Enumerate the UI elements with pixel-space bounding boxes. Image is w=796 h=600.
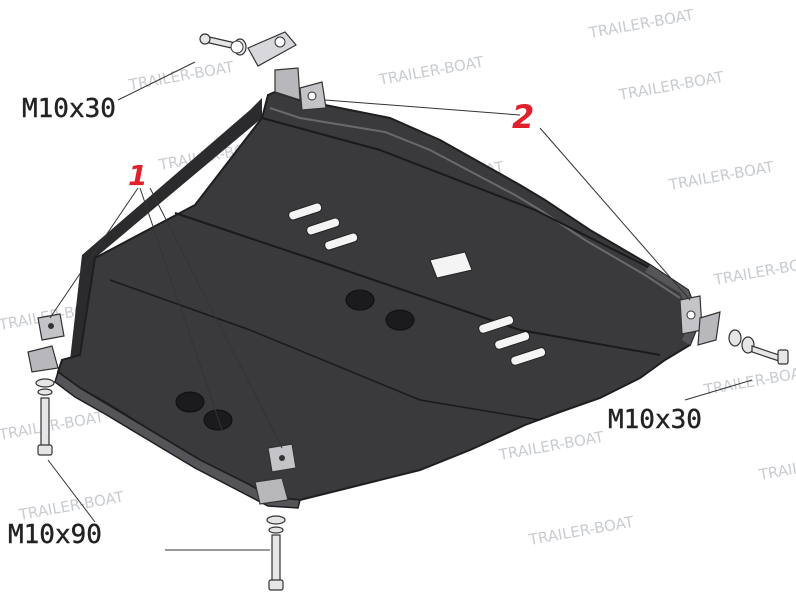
bottom-bracket [254,443,297,505]
vent-slot [324,232,359,251]
watermark-text: TRAILER-BOAT [712,253,796,289]
bracket-hole [279,455,285,461]
watermark-text: TRAILER-BOAT [527,513,636,549]
spacer-plate [247,31,297,67]
watermark-text: TRAILER-BOAT [757,448,796,484]
vent-slot [510,347,547,366]
bracket-hole [686,310,696,320]
plate-top-ridge [269,107,681,299]
leader-line [117,61,196,101]
spacer-hole [274,36,286,48]
leader-line [47,459,96,523]
bracket-hole [48,323,54,329]
plate-crease-mid [174,212,661,356]
washer [37,388,53,396]
washer [266,515,286,525]
watermark-text: TRAILER-BOAT [377,53,486,89]
vent-slot [288,202,323,221]
center-access-hole [429,251,473,279]
bolt-long-left [35,378,55,456]
leader-line [149,187,283,449]
watermark-text: TRAILER-BOAT [17,488,126,524]
right-bracket [679,295,789,365]
bracket-hole [307,91,317,101]
watermark-text: TRAILER-BOAT [0,408,106,444]
leader-line [49,187,139,319]
leader-line [324,99,521,116]
drain-hole [175,391,205,413]
plate-main [56,90,702,502]
washer [230,40,244,54]
callout-number: 1 [128,159,147,192]
callout-number: 2 [512,98,534,136]
bolt-size-label: M10x90 [8,520,102,550]
drain-hole [203,409,233,431]
washer [35,378,55,388]
washer [268,526,284,534]
watermark-text: TRAILER-BOAT [497,428,606,464]
vent-slot [306,217,341,236]
bolt-size-label: M10x30 [608,405,702,435]
leader-line [684,379,753,401]
leader-line [139,187,223,431]
bracket-foot [254,477,289,505]
leader-line [539,127,691,301]
watermark-text: TRAILER-BOAT [667,158,776,194]
watermark-text: TRAILER-BOAT [127,58,236,94]
left-bracket [27,313,65,373]
bolt-size-label: M10x30 [22,94,116,124]
bolt-long-center [266,515,286,591]
plate-side-flange [70,98,262,370]
vent-slots-right [478,315,547,366]
drain-hole [385,309,415,331]
bracket-foot [27,345,59,373]
leader-lines [47,61,753,551]
top-bracket [199,31,327,111]
plate-front-lip [54,370,301,509]
plate-crease-upper [261,117,651,269]
watermark-text: TRAILER-BOAT [617,68,726,104]
drain-hole [345,289,375,311]
vent-slot [478,315,515,334]
watermark-text: TRAILER-BOAT [587,6,696,42]
vent-slots-left [288,202,359,251]
vent-slot [494,331,531,350]
bracket-tab [274,67,301,101]
drain-holes [175,289,415,431]
bracket-tab [697,311,721,346]
bolt-right [728,329,789,365]
skid-plate [54,90,702,509]
